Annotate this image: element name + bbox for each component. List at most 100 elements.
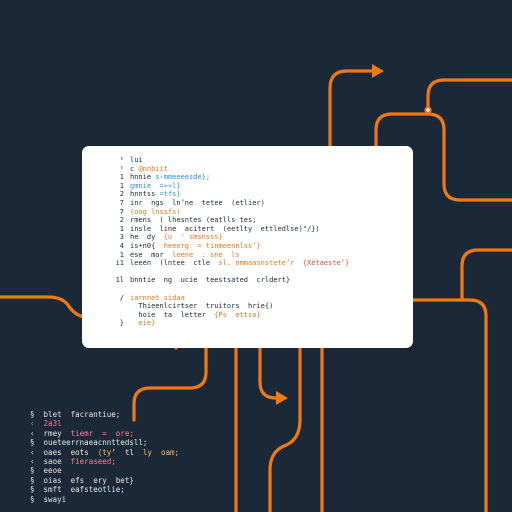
- code-line: 1 hnnie s‹mmeeeesde};: [100, 173, 399, 182]
- code-line: 2 rmens ( lhesntes (eatlls tes;: [100, 216, 399, 225]
- terminal-token: § oias efs ery bet}: [30, 475, 134, 485]
- code-line-number: 1: [119, 250, 124, 259]
- code-token: {Xëtaeste’}: [294, 259, 350, 268]
- code-line: / iarnnet sidaa: [100, 294, 399, 303]
- terminal-token: ‹ rmey: [30, 428, 71, 438]
- flow-line-far-right: [460, 248, 512, 302]
- flow-line-right-curve: [268, 346, 302, 512]
- code-line: 3 he dy {u ‘ smsnsss}: [100, 233, 399, 242]
- code-token: rmens ( lhesntes (eatlls tes;: [130, 216, 257, 225]
- terminal-line: § oias efs ery bet}: [30, 476, 200, 485]
- code-line-number: 4: [119, 241, 124, 250]
- terminal-token: (ty: [97, 447, 112, 457]
- flow-line-right-mid: [374, 112, 512, 202]
- terminal-token: § swayi: [30, 494, 67, 504]
- code-line-number: i1: [115, 259, 124, 268]
- code-token: insle line acitert (eetlty ettledlse)"/}…: [130, 224, 320, 233]
- code-line-number: 1l: [115, 276, 124, 285]
- code-line-number: }: [119, 319, 124, 328]
- code-token: s‹mmeeeesde};: [155, 173, 211, 182]
- code-line-number: 3: [119, 233, 124, 242]
- terminal-token: ‹ saoe: [30, 456, 71, 466]
- terminal-line: § smft eafsteotlie;: [30, 485, 200, 494]
- terminal-line: § oueteerrnaeacnnttedsll;: [30, 438, 200, 447]
- code-token: Thieenlcirtser truitors hrie{): [130, 302, 274, 311]
- code-token: hoie ta letter: [130, 310, 215, 319]
- code-token: hnnie: [130, 173, 156, 182]
- code-line: } eie}: [100, 319, 399, 328]
- code-token: (oog lnssfs): [130, 207, 181, 216]
- flow-line-center-arrow: [258, 346, 282, 400]
- terminal-token: §: [30, 410, 44, 419]
- terminal-token: fieraseed;: [70, 456, 116, 466]
- code-line-number: 2: [119, 216, 124, 225]
- terminal-token: ‹ 2a3l: [30, 419, 62, 429]
- flow-line-top-arrow: [328, 69, 378, 148]
- code-line-number: 1: [119, 181, 124, 190]
- code-line: 2 hnntss =tfs}: [100, 190, 399, 199]
- code-line: hoie ta letter {Ps ettso}: [100, 311, 399, 320]
- code-token: leeen (lntee ctle: [130, 259, 219, 268]
- code-token: {Ps ettso}: [214, 310, 261, 319]
- code-line-number: 1: [119, 173, 124, 182]
- code-line: 4 is•n0{ heeerg = tinmeennlss’}: [100, 242, 399, 251]
- flow-line-right-drop-b: [410, 298, 488, 512]
- terminal-line: ‹ saoe fieraseed;: [30, 457, 200, 466]
- arrowhead-top-icon: [372, 64, 384, 78]
- code-line: [100, 285, 399, 294]
- code-line-number: 2: [119, 190, 124, 199]
- terminal-token: blet facrantiue;: [43, 410, 121, 419]
- code-token: eie}: [130, 319, 156, 328]
- code-line: 1 ese mor leene : sne ls: [100, 251, 399, 260]
- terminal-token: § smft eafsteotlie;: [30, 485, 125, 495]
- terminal-token: ’ tl: [111, 447, 143, 457]
- code-line: 1 insle line acitert (eetlty ettledlse)"/…: [100, 225, 399, 234]
- code-token: he dy: [130, 233, 164, 242]
- code-line-number: ¹: [119, 164, 124, 173]
- code-line: ¹ lui: [100, 156, 399, 165]
- terminal-line: § blet facrantiue;: [30, 410, 200, 419]
- code-token: =tfs}: [159, 190, 181, 199]
- code-line: Thieenlcirtser truitors hrie{): [100, 302, 399, 311]
- terminal-line: § swayi: [30, 495, 200, 504]
- terminal-token: tiemr = ore;: [70, 428, 134, 438]
- code-token: leene : sne ls: [172, 250, 240, 259]
- code-line: 7 (oog lnssfs): [100, 208, 399, 217]
- code-token: @nnbiit: [138, 164, 168, 173]
- code-token: c: [130, 164, 139, 173]
- arrowhead-center-icon: [276, 391, 288, 405]
- code-line: [100, 268, 399, 277]
- flow-line-left-lower: [132, 346, 208, 422]
- terminal-line: ‹ oaes eots (ty’ tl ly oam;: [30, 448, 200, 457]
- code-line-number: /: [119, 293, 124, 302]
- terminal-line: ‹ 2a3l: [30, 419, 200, 428]
- terminal-line: ‹ rmey tiemr = ore;: [30, 429, 200, 438]
- code-token: hnntss: [130, 190, 160, 199]
- terminal-token: ‹ oaes eots: [30, 447, 98, 457]
- code-token: lui: [130, 156, 143, 164]
- terminal-token: ly oam;: [142, 447, 180, 457]
- terminal-token: § oueteerrnaeacnnttedsll;: [30, 438, 148, 448]
- terminal-token: § eeoe: [30, 466, 62, 476]
- code-token: heeerg = tinmeennlss’}: [163, 241, 261, 250]
- code-token: bnntie ng ucie teestsated crldert}: [130, 276, 291, 285]
- terminal-line: § eeoe: [30, 466, 200, 475]
- code-line-number: 7: [119, 207, 124, 216]
- flow-line-top-right: [426, 78, 512, 112]
- code-token: {u ‘ smsnsss}: [163, 233, 223, 242]
- terminal-panel: § blet facrantiue;‹ 2a3l‹ rmey tiemr = o…: [30, 410, 200, 510]
- code-token: ese mor: [130, 250, 173, 259]
- code-token: is•n0{: [130, 241, 164, 250]
- code-token: inr ngs ln’ne tetee (etlier): [130, 198, 265, 207]
- connector-node-icon: [424, 106, 432, 114]
- code-token: iarnnet sidaa: [130, 293, 185, 302]
- code-line-number: 1: [119, 224, 124, 233]
- code-line-number: ¹: [119, 156, 124, 164]
